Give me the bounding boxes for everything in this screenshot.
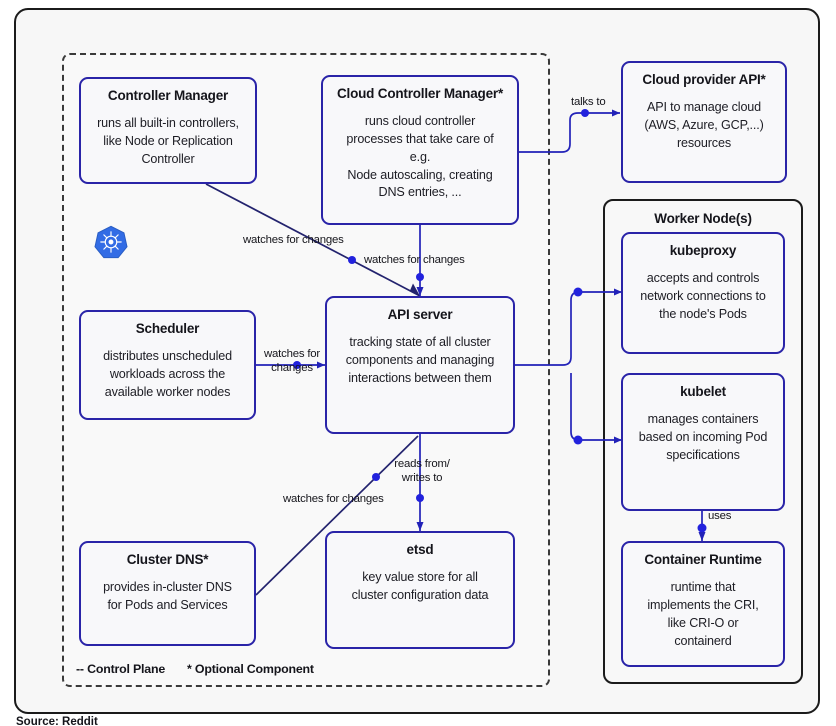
source-note: Source: Reddit <box>16 716 98 726</box>
legend: -- Control Plane * Optional Component <box>76 662 314 676</box>
edge-label-controller-manager-watches: watches for changes <box>243 234 344 246</box>
node-api-server[interactable]: API server tracking state of all cluster… <box>325 296 515 434</box>
node-title: etsd <box>406 542 434 557</box>
legend-control-plane: -- Control Plane <box>76 662 166 676</box>
node-description: runs all built-in controllers,like Node … <box>97 115 239 166</box>
worker-node-title: Worker Node(s) <box>654 211 752 226</box>
legend-optional-component: * Optional Component <box>187 662 314 676</box>
node-title: Container Runtime <box>644 552 762 567</box>
node-title: Cluster DNS* <box>126 552 209 567</box>
node-title: kubelet <box>680 384 726 399</box>
edge-label-api-etcd: reads from/writes to <box>394 458 450 484</box>
node-title: Scheduler <box>135 321 200 336</box>
edge-label-dns-watches: watches for changes <box>283 493 384 505</box>
node-title: Cloud Controller Manager* <box>336 86 503 101</box>
edge-label-kubelet-uses: uses <box>708 510 732 522</box>
node-cloud-controller-manager[interactable]: Cloud Controller Manager* runs cloud con… <box>321 75 519 225</box>
node-description: API to manage cloud(AWS, Azure, GCP,...)… <box>644 99 764 150</box>
node-controller-manager[interactable]: Controller Manager runs all built-in con… <box>79 77 257 184</box>
edge-label-talks-to: talks to <box>571 96 606 108</box>
node-title: API server <box>387 307 453 322</box>
node-title: Cloud provider API* <box>642 72 766 87</box>
edge-label-ccm-watches: watches for changes <box>364 254 465 266</box>
node-title: kubeproxy <box>669 243 737 258</box>
node-cloud-provider-api[interactable]: Cloud provider API* API to manage cloud(… <box>621 61 787 183</box>
kubernetes-logo-icon <box>94 225 128 259</box>
node-title: Controller Manager <box>107 88 229 103</box>
